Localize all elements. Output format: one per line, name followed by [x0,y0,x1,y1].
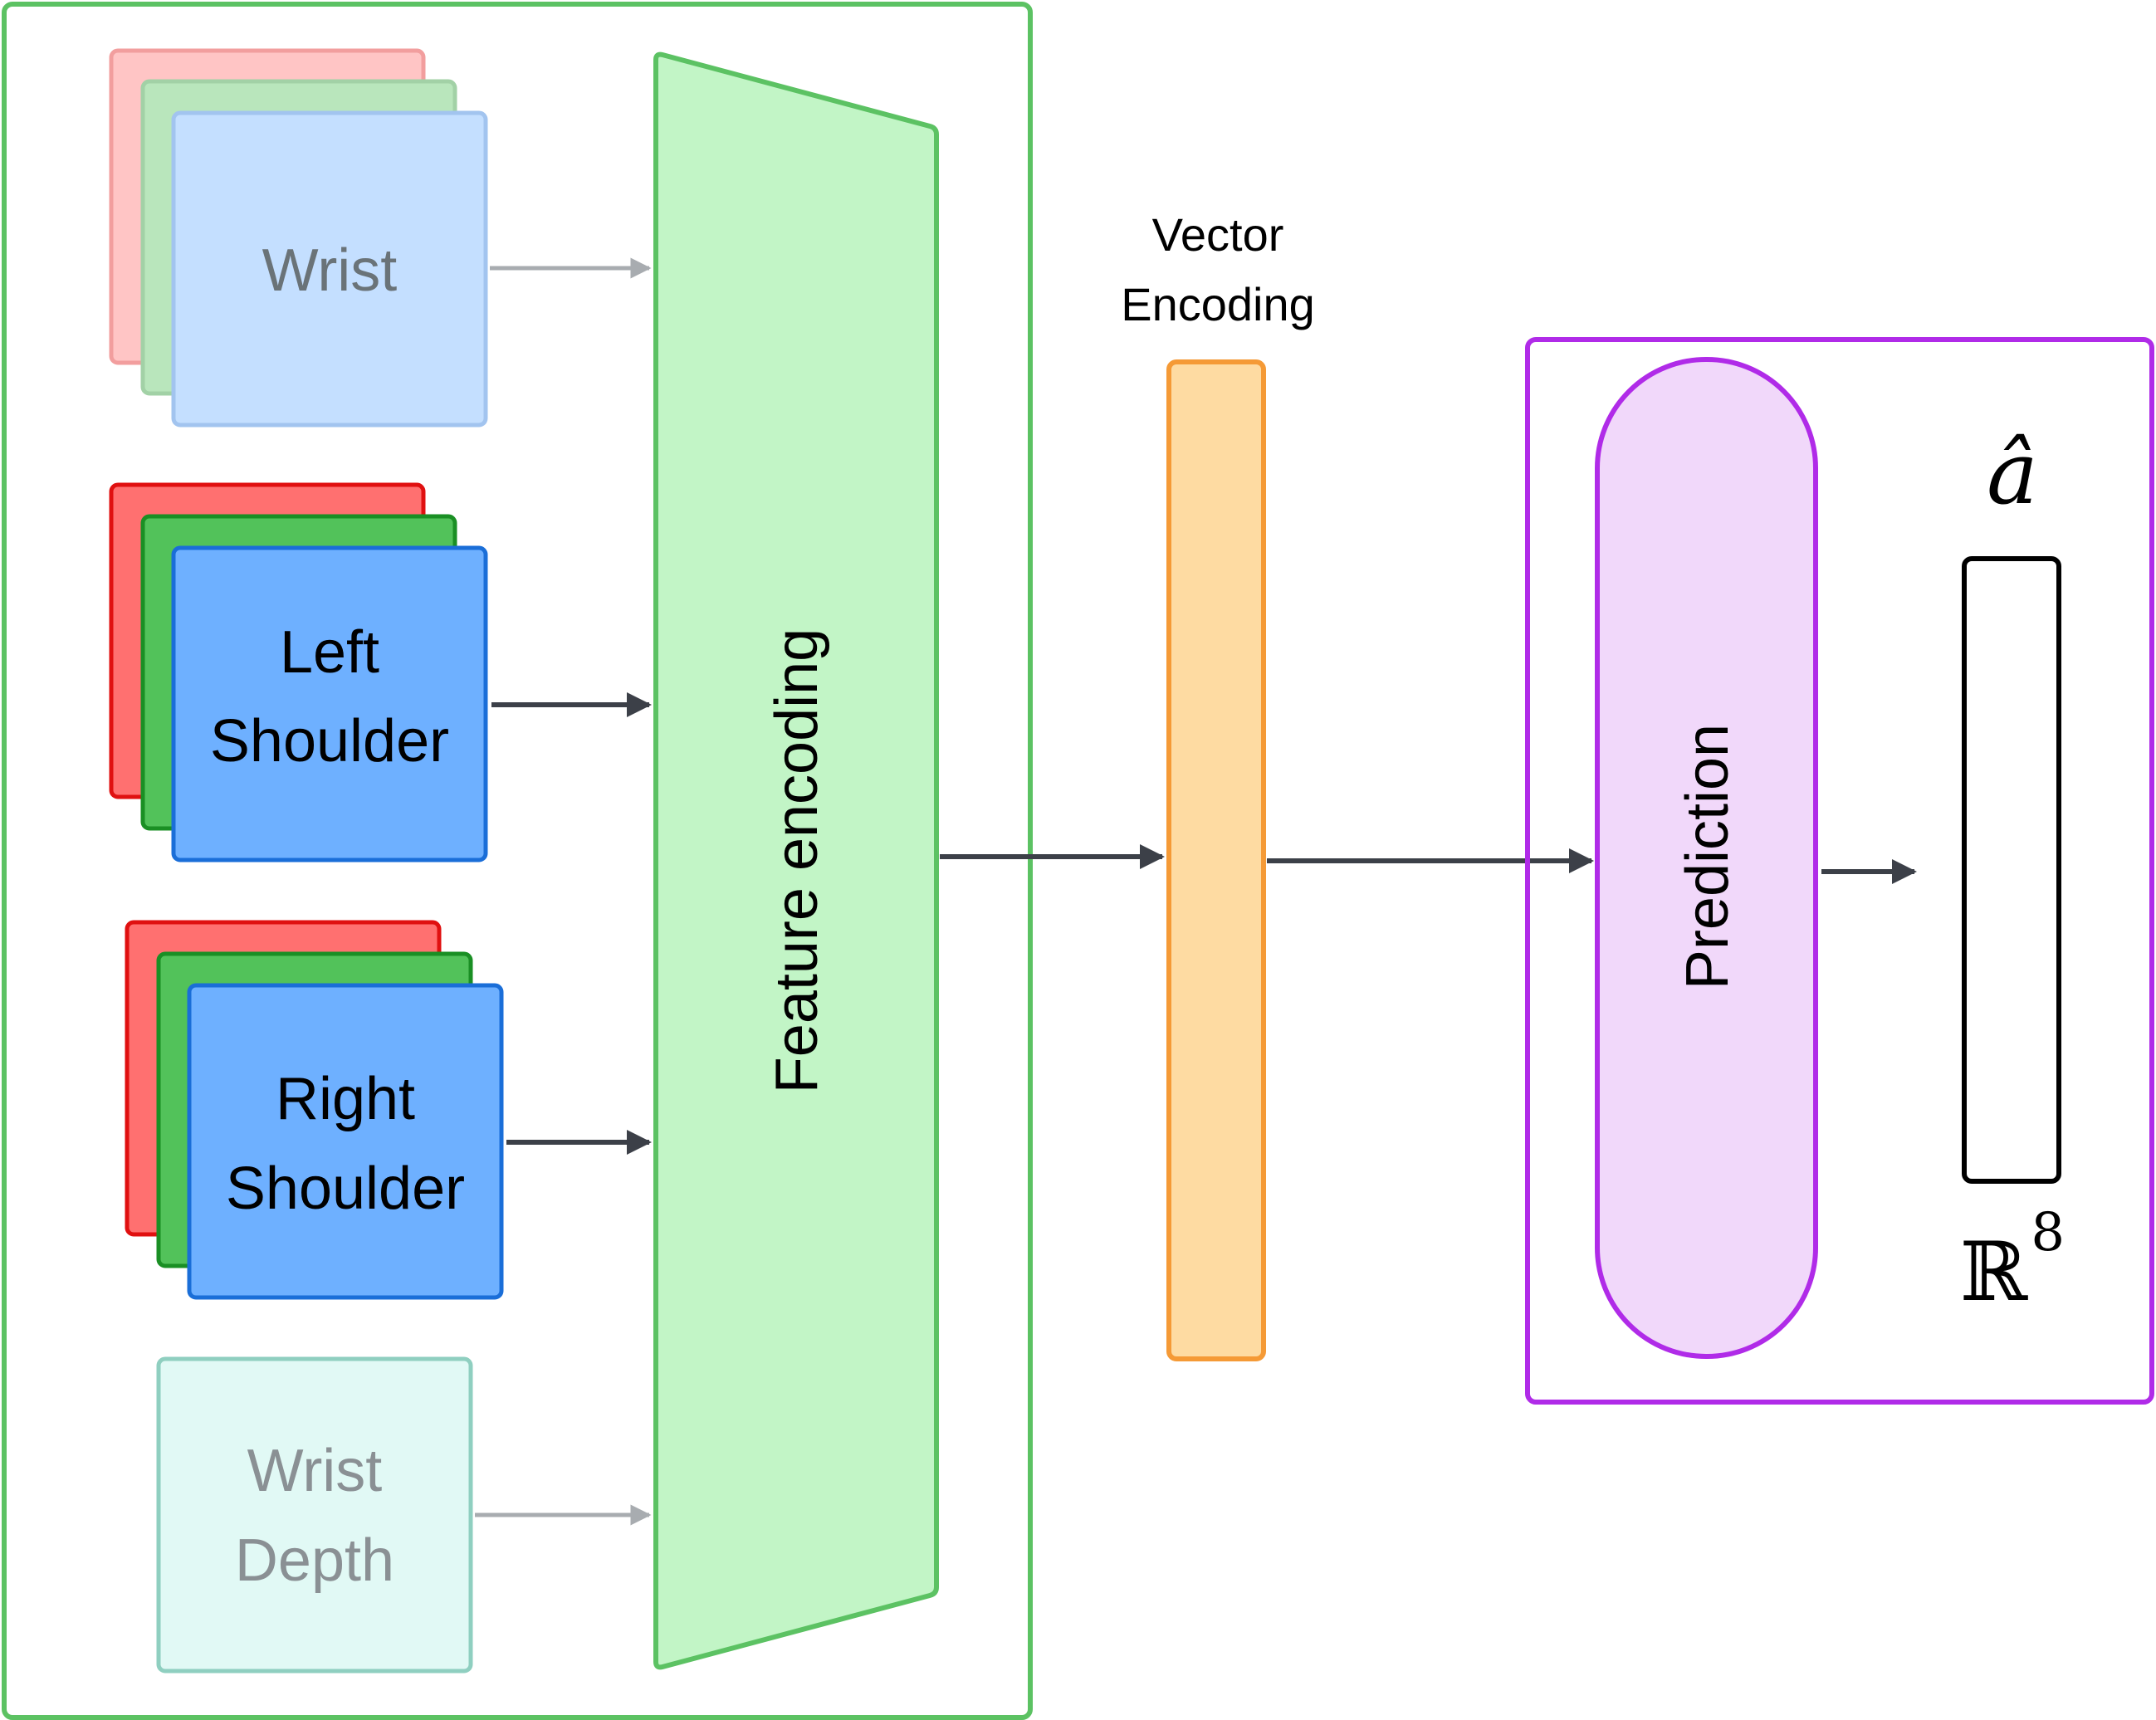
wrist-camera-stack [109,48,488,428]
vector-encoding-label-line2: Encoding [1121,278,1315,330]
wrist-label: Wrist [262,237,398,304]
encoder-group-frame [2,2,1033,1720]
output-space-letter: ℝ [1960,1225,2028,1320]
vector-encoding-label-line1: Vector [1152,208,1284,261]
right-shoulder-label-line2: Shoulder [226,1156,465,1222]
left-shoulder-camera-stack [109,482,488,862]
prediction-label: Prediction [1674,724,1741,989]
vector-encoding-bar [1166,359,1266,1361]
action-output-vector [1962,556,2061,1184]
wrist-green-channel [140,79,457,396]
output-space-dimension: 8 [2031,1202,2065,1263]
wrist-depth-label-line2: Depth [235,1527,394,1594]
wrist-depth-box [156,1356,473,1674]
feature-encoder-label: Feature encoding [764,628,830,1093]
prediction-group-frame [1525,337,2154,1405]
action-hat-symbol: â [1987,423,2038,524]
right-shoulder-label-line1: Right [276,1066,415,1132]
wrist-blue-channel [171,110,488,428]
wrist-depth-label-line1: Wrist [247,1438,383,1504]
left-shoulder-label-line2: Shoulder [210,708,449,774]
right-shoulder-blue-channel [187,983,504,1300]
output-space-symbol: ℝ8 [1960,1202,2065,1320]
left-shoulder-blue-channel [171,545,488,862]
wrist-red-channel [109,48,426,365]
left-shoulder-label-line1: Left [280,619,379,686]
feature-encoder-block [653,51,939,1670]
prediction-head-block [1595,357,1818,1359]
right-shoulder-camera-stack [125,920,504,1300]
